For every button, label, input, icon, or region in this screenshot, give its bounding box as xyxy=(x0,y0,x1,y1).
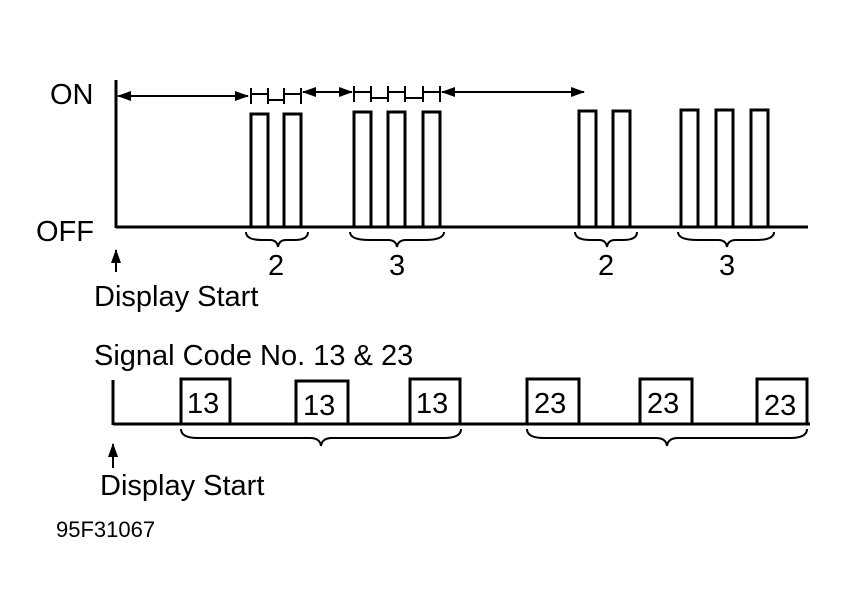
pulse xyxy=(352,110,373,229)
code-value: 23 xyxy=(534,388,566,420)
code-value: 13 xyxy=(187,388,219,420)
code-value: 23 xyxy=(764,390,796,422)
brace xyxy=(245,231,309,248)
group-digit: 2 xyxy=(268,250,284,282)
code-braces xyxy=(180,428,808,447)
code-value: 13 xyxy=(303,390,335,422)
pulse xyxy=(714,108,735,229)
signal-code-title: Signal Code No. 13 & 23 xyxy=(94,340,413,372)
pulse xyxy=(679,108,700,229)
code-value: 23 xyxy=(647,388,679,420)
code-boxes xyxy=(179,377,809,426)
top-timing-chart: ON OFF xyxy=(36,79,808,313)
pulse-width-bracket xyxy=(250,88,302,104)
group-digit: 3 xyxy=(389,250,405,282)
figure-id: 95F31067 xyxy=(56,517,155,542)
brace xyxy=(677,231,775,248)
pulse xyxy=(577,109,598,229)
off-label: OFF xyxy=(36,216,94,248)
code-box xyxy=(408,377,462,426)
brace xyxy=(349,231,445,248)
pulse-width-bracket xyxy=(353,86,441,102)
pulse xyxy=(249,112,270,229)
pulse xyxy=(282,112,303,229)
code-box xyxy=(525,377,581,426)
pulse xyxy=(749,108,770,229)
brace xyxy=(180,428,462,447)
code-box xyxy=(755,377,809,426)
timing-arrows xyxy=(117,86,585,104)
pulse xyxy=(611,109,632,229)
group-braces xyxy=(245,231,775,248)
group-digit: 2 xyxy=(598,250,614,282)
code-value: 13 xyxy=(416,388,448,420)
pulse xyxy=(386,110,407,229)
bottom-code-chart: Signal Code No. 13 & 23 13 13 13 23 23 2… xyxy=(94,340,810,502)
display-start-label: Display Start xyxy=(100,470,264,502)
group-digit: 3 xyxy=(719,250,735,282)
code-box xyxy=(179,377,232,426)
brace xyxy=(526,428,808,447)
brace xyxy=(574,231,638,248)
code-box xyxy=(638,377,694,426)
code-box xyxy=(294,379,350,426)
on-label: ON xyxy=(50,79,94,111)
pulse xyxy=(421,110,442,229)
display-start-label: Display Start xyxy=(94,281,258,313)
top-pulses xyxy=(249,108,770,229)
